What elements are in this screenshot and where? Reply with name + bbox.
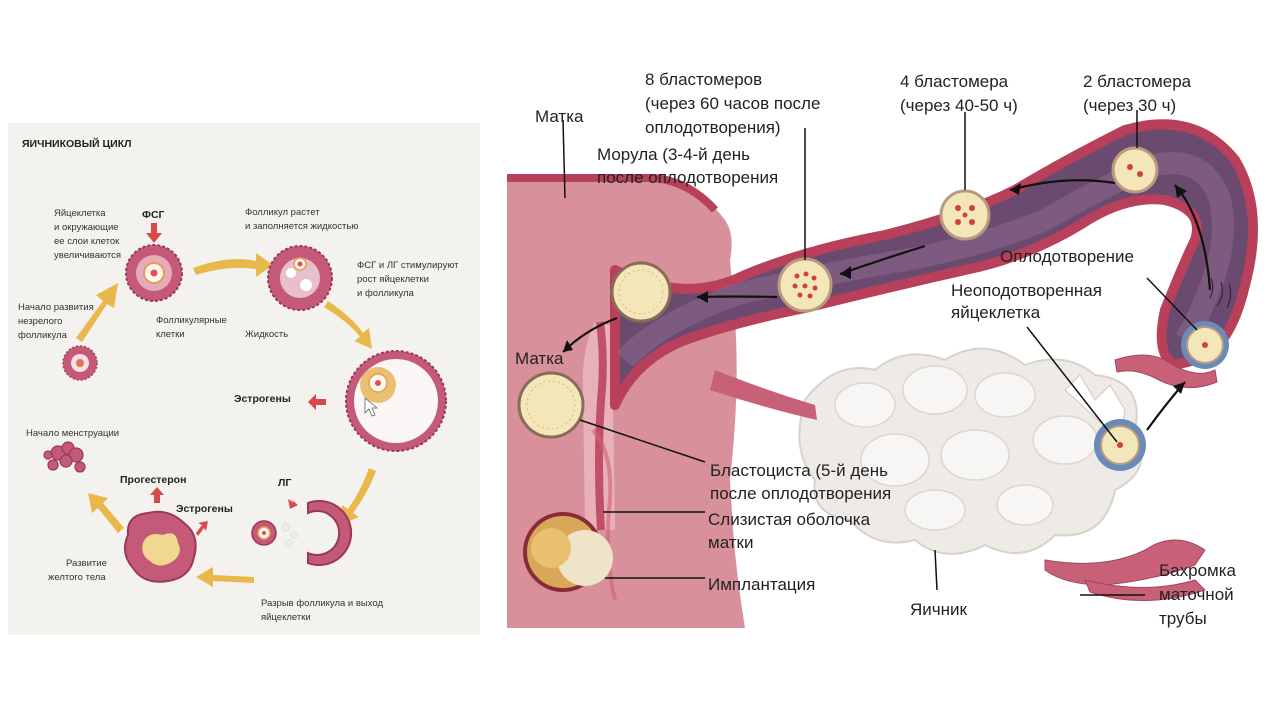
fallopian-tube: [610, 119, 1258, 410]
estrogens-label-2: Эстрогены: [176, 503, 233, 515]
leader-lines: [562, 110, 1198, 596]
ruptured-follicle: [251, 500, 353, 566]
blastomeres-8-label: 8 бластомеров (через 60 часов после опло…: [645, 70, 825, 137]
secondary-follicle: [267, 245, 333, 311]
mucosa-label: Слизистая оболочка матки: [708, 510, 875, 552]
blastomeres-4-label: 4 бластомера (через 40-50 ч): [900, 72, 1018, 115]
cycle-arrows: [76, 253, 376, 587]
fsh-lh-stimulate-label: ФСГ и ЛГ стимулируют рост яйцеклетки и ф…: [357, 260, 461, 299]
cell-unfertilized-egg: [1094, 419, 1146, 471]
sperm-icons: [1209, 277, 1232, 309]
fsh-label: ФСГ: [142, 209, 165, 221]
cell-fertilized: [1181, 321, 1229, 369]
arrow-to-corpus-luteum: [196, 567, 254, 587]
uterus-left-label: Матка: [515, 349, 564, 368]
progesterone-label: Прогестерон: [120, 474, 186, 486]
blastomeres-2-label: 2 бластомера (через 30 ч): [1083, 72, 1196, 115]
arrow-immature-to-egg: [76, 283, 118, 342]
immature-start-label: Начало развития незрелого фолликула: [18, 302, 96, 341]
egg-layers-label: Яйцеклетка и окружающие ее слои клеток у…: [54, 208, 122, 261]
estrogens-arrow-1: [308, 394, 326, 410]
estrogens-arrow-2: [196, 521, 208, 536]
fsh-arrow: [146, 223, 162, 243]
corpus-luteum-label: Развитие желтого тела: [48, 558, 110, 583]
unfertilized-egg-label: Неоподотворенная яйцеклетка: [951, 281, 1107, 322]
cell-4-blastomeres: [939, 189, 991, 241]
ovarian-ligament: [710, 370, 817, 420]
follicle-grows-label: Фолликул растет и заполняется жидкостью: [245, 207, 358, 232]
primary-follicle: [125, 244, 183, 302]
implantation-embryo: [523, 512, 613, 592]
immature-follicle: [62, 345, 98, 381]
arrow-egg-to-follicle: [193, 253, 273, 277]
lh-label: ЛГ: [278, 477, 291, 489]
arrow-to-mature-follicle: [324, 301, 372, 349]
arrow-2-to-4: [1009, 179, 1116, 192]
rupture-label: Разрыв фолликула и выход яйцеклетки: [261, 598, 386, 623]
blastocyst-label: Бластоциста (5-й день после оплодотворен…: [710, 461, 893, 503]
mature-follicle: [345, 350, 447, 452]
ovary: [798, 347, 1143, 555]
fertilization-label: Оплодотворение: [1000, 247, 1134, 266]
arrowheads: [563, 183, 1187, 394]
follicular-cells-label: Фолликулярные клетки: [156, 315, 229, 340]
implantation-label: Имплантация: [708, 575, 815, 594]
arrow-to-rupture: [340, 468, 376, 525]
ovarian-cycle-diagram: ЯИЧНИКОВЫЙ ЦИКЛ: [18, 137, 461, 623]
ovarian-cycle-title: ЯИЧНИКОВЫЙ ЦИКЛ: [22, 137, 132, 150]
arrow-to-menstruation: [88, 493, 124, 533]
fluid-label: Жидкость: [245, 329, 288, 340]
cell-blastocyst: [517, 371, 585, 439]
cell-2-blastomeres: [1111, 146, 1159, 194]
fertilization-diagram: Матка 8 бластомеров (через 60 часов посл…: [507, 70, 1258, 628]
cell-8-blastomeres: [777, 257, 833, 313]
cell-morula: [610, 261, 672, 323]
lh-arrow: [288, 499, 298, 509]
menstruation-start-label: Начало менструации: [26, 428, 119, 439]
menstruation-remnant: [43, 441, 86, 473]
fimbriae-label: Бахромка маточной трубы: [1159, 561, 1241, 628]
ovary-label: Яичник: [910, 600, 968, 619]
progesterone-arrow: [150, 487, 164, 503]
uterus-top-label: Матка: [535, 107, 584, 126]
cursor-icon: [364, 397, 379, 417]
hormone-arrows: [146, 223, 326, 536]
corpus-luteum: [123, 510, 197, 583]
estrogens-label-1: Эстрогены: [234, 393, 291, 405]
morula-label: Морула (3-4-й день после оплодотворения: [597, 145, 778, 187]
arrow-8-to-morula: [696, 295, 778, 299]
